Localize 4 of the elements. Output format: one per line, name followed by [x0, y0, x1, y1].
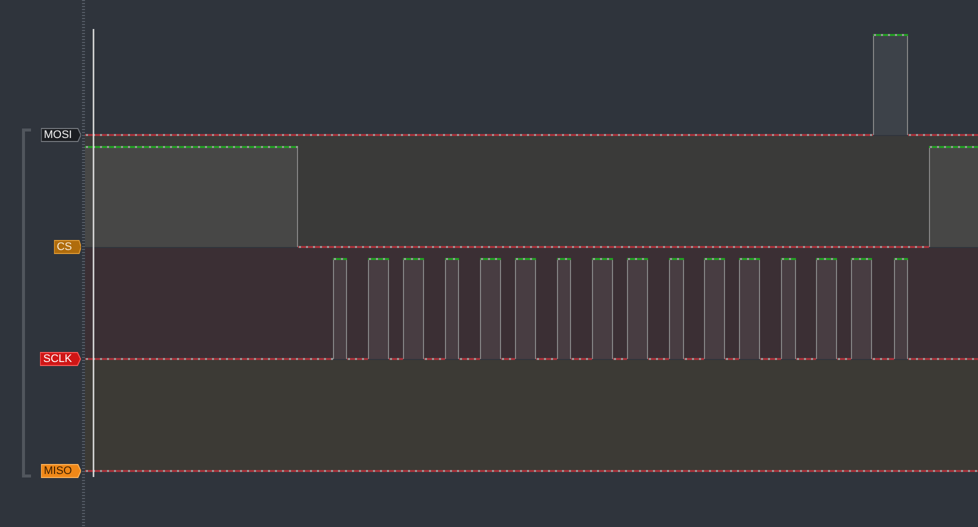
signal-tag: MOSI [40, 128, 81, 142]
signal-tag: MISO [40, 464, 81, 478]
signal-tag: CS [54, 240, 81, 254]
signal-tag: SCLK [40, 352, 81, 366]
